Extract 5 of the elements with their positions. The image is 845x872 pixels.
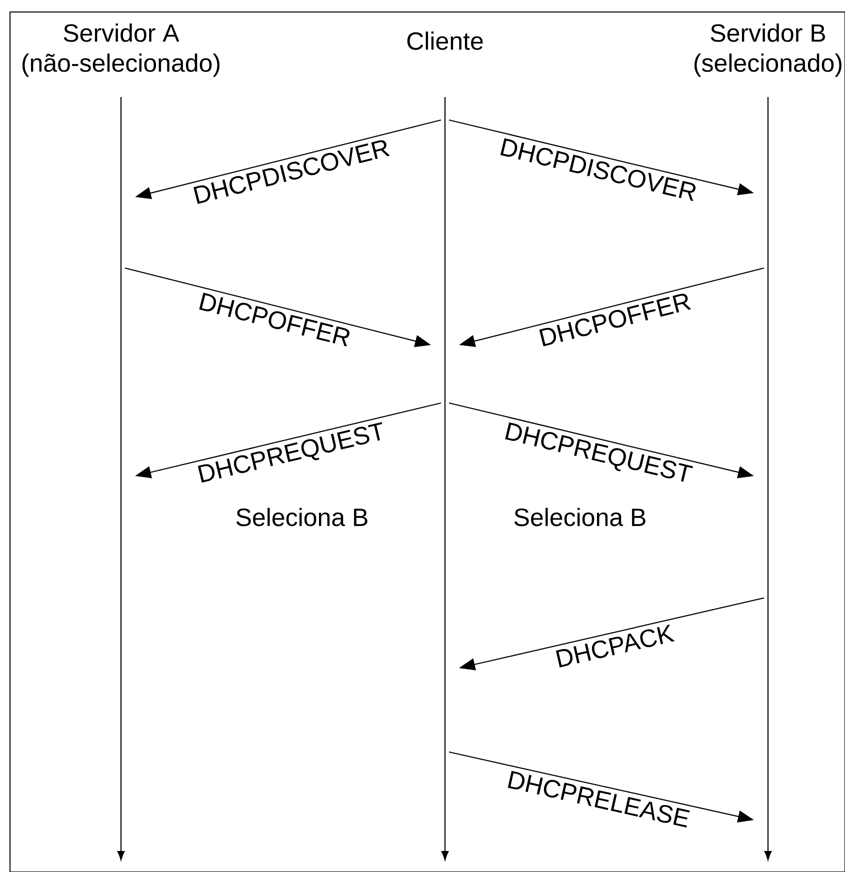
note-text: Seleciona B (514, 508, 646, 526)
note-text: Seleciona B (236, 508, 368, 526)
participant-label: Cliente (407, 32, 483, 50)
participant-label: Servidor B (selecionado) (694, 24, 842, 77)
participant-label: Servidor A (não-selecionado) (22, 24, 220, 77)
